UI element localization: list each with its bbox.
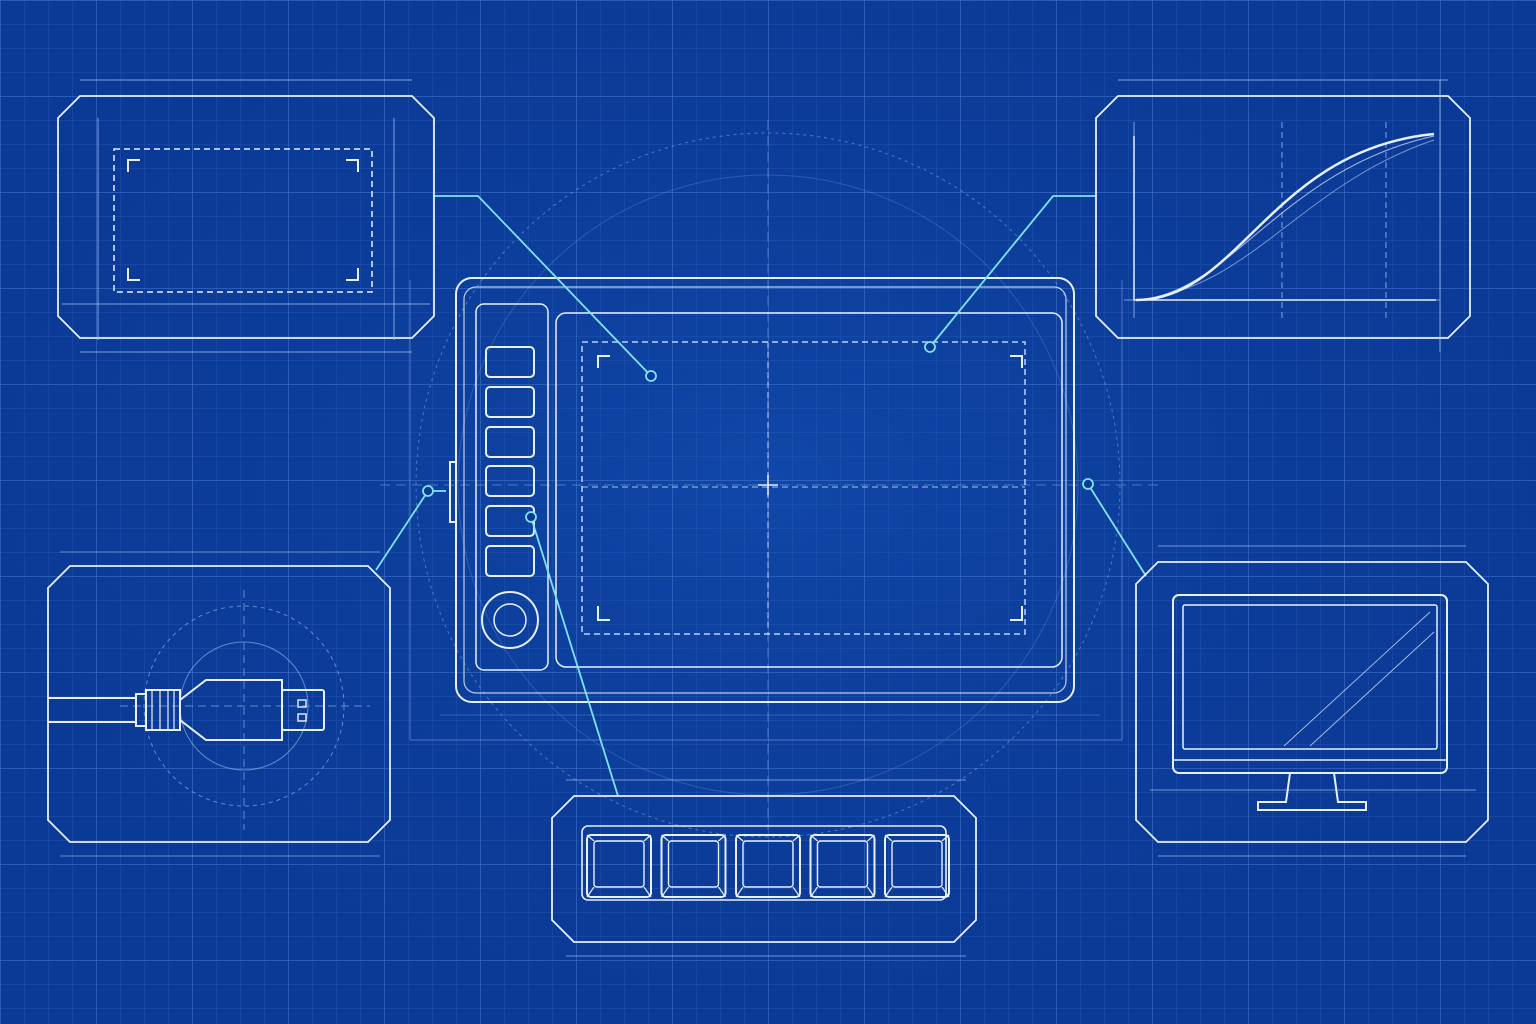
leader-pressure-curve: [929, 195, 1096, 348]
usb-plug-icon: [48, 679, 325, 741]
tablet-surface-frame: [555, 312, 1063, 668]
leader-lines: [375, 195, 1147, 797]
express-key-panel: [475, 303, 549, 671]
touch-ring: [481, 591, 539, 649]
leader-monitor: [1087, 483, 1147, 577]
tablet-inner-shell: [463, 286, 1067, 694]
tablet-outer-shell: [455, 277, 1075, 703]
express-keycap: [809, 834, 876, 898]
tablet-express-key: [485, 465, 535, 497]
tablet-express-key: [485, 545, 535, 577]
pressure-curve-icon: [1133, 132, 1436, 302]
leader-active-area: [434, 195, 652, 377]
monitor-icon: [1172, 594, 1448, 811]
express-keys-icon: [586, 834, 950, 898]
drawing-tablet: [449, 277, 1075, 703]
express-keys-tray: [581, 825, 947, 901]
callout-monitor: [1135, 545, 1489, 857]
callout-pressure-curve: [1095, 79, 1471, 352]
express-keycap: [660, 834, 727, 898]
tablet-express-key: [485, 386, 535, 418]
callout-active-area: [57, 79, 435, 353]
active-area-icon: [113, 148, 373, 293]
tablet-active-area: [581, 341, 1026, 635]
callout-usb-connector: [47, 551, 391, 857]
tablet-express-key: [485, 346, 535, 378]
callout-express-keys: [551, 779, 977, 957]
express-keycap: [735, 834, 801, 898]
tablet-side-port: [449, 461, 456, 523]
construction-lines: [380, 120, 1160, 838]
express-keycap: [586, 834, 652, 898]
tablet-express-key: [485, 426, 535, 458]
leader-express-keys: [530, 516, 619, 797]
express-keycap: [884, 834, 950, 898]
